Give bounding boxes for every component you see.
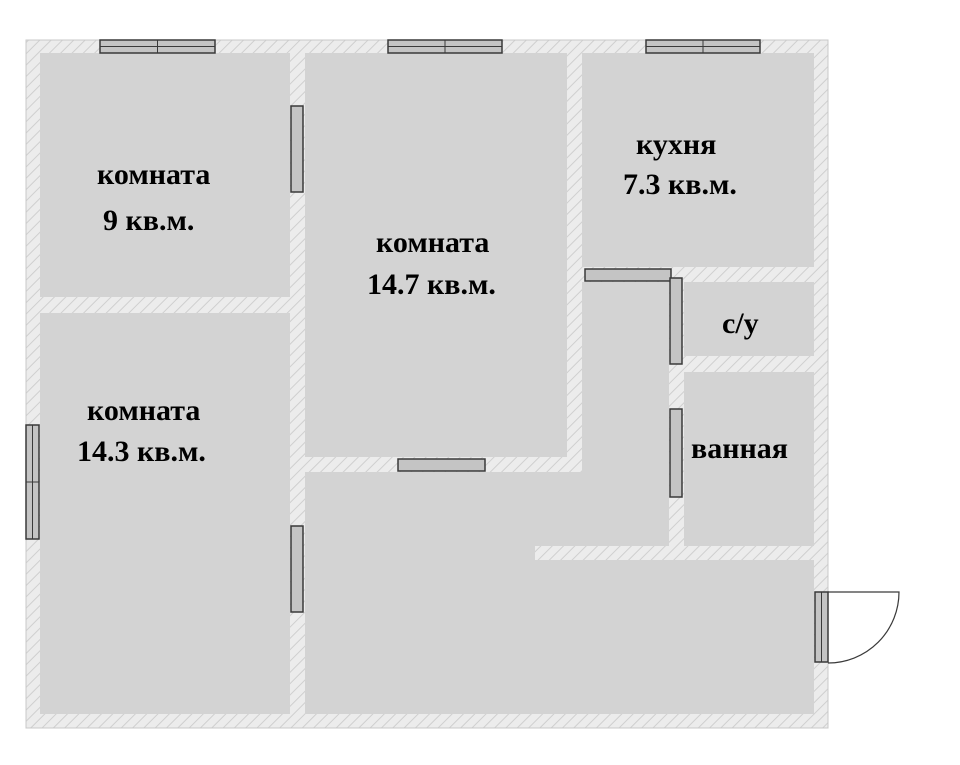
room-center-area: 14.7 кв.м. xyxy=(367,268,496,301)
room-small-name: комната xyxy=(97,158,210,191)
door-kitchen xyxy=(584,268,672,282)
kitchen-name: кухня xyxy=(636,128,716,161)
door-bathroom xyxy=(669,408,683,498)
kitchen xyxy=(582,53,814,267)
toilet xyxy=(684,282,814,356)
window-top-center xyxy=(387,39,503,54)
kitchen-area: 7.3 кв.м. xyxy=(623,168,737,201)
window-top-left xyxy=(99,39,216,54)
room-large-area: 14.3 кв.м. xyxy=(77,435,206,468)
room-small-area: 9 кв.м. xyxy=(103,204,194,237)
door-small-room xyxy=(290,105,304,193)
window-top-right xyxy=(645,39,761,54)
window-left xyxy=(25,424,40,540)
bathroom xyxy=(684,372,814,546)
door-center-room xyxy=(397,458,486,472)
door-large-room xyxy=(290,525,304,613)
hallway xyxy=(305,282,814,714)
room-center xyxy=(305,53,567,457)
door-toilet xyxy=(669,277,683,365)
room-large xyxy=(40,313,290,714)
room-large-name: комната xyxy=(87,394,200,427)
room-small xyxy=(40,53,290,297)
toilet-name: с/у xyxy=(722,307,759,340)
room-center-name: комната xyxy=(376,226,489,259)
entrance-door xyxy=(814,591,900,664)
bathroom-name: ванная xyxy=(691,432,788,465)
